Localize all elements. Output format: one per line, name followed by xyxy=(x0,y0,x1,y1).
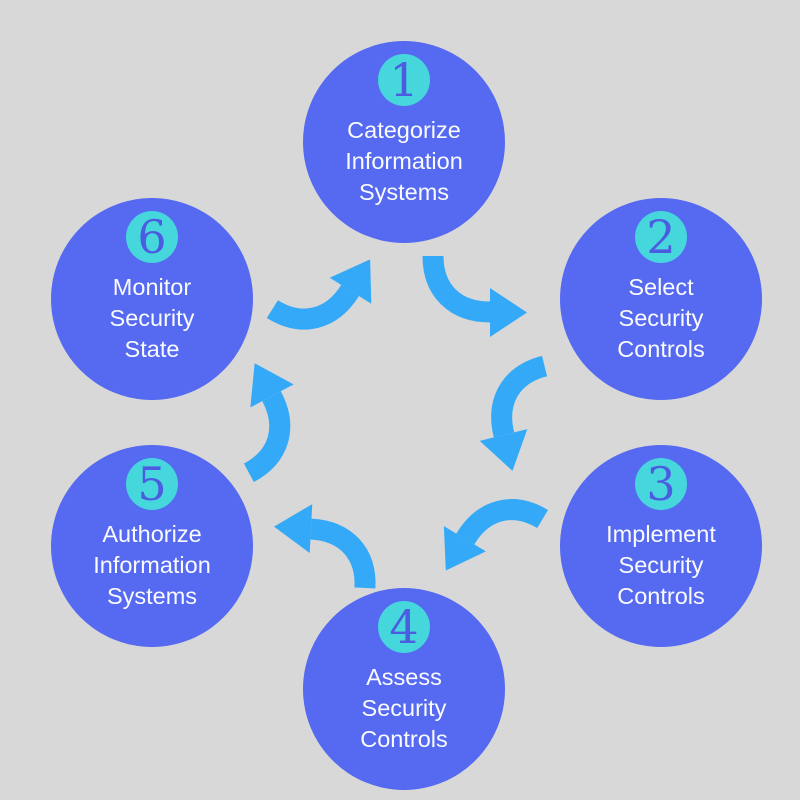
step-5-label: Authorize Information Systems xyxy=(93,519,211,612)
step-1-number-badge: 1 xyxy=(378,54,430,106)
step-label-line: Categorize xyxy=(347,117,461,143)
arrow-6-to-1-icon xyxy=(266,259,372,330)
step-label-line: Systems xyxy=(358,179,450,205)
step-6-number-badge: 6 xyxy=(126,211,178,263)
step-3-label: Implement Security Controls xyxy=(606,519,716,612)
arrow-4-to-5-icon xyxy=(274,504,376,589)
step-label-line: Controls xyxy=(360,726,448,752)
step-label-line: Monitor xyxy=(112,274,192,300)
arrow-5-to-6-icon xyxy=(243,363,294,483)
arrow-3-to-4-icon xyxy=(443,499,549,571)
step-number: 1 xyxy=(389,53,419,107)
step-label-line: Implement xyxy=(606,521,716,547)
step-1-label: Categorize Information Systems xyxy=(345,115,463,208)
step-label-line: Controls xyxy=(617,583,705,609)
step-number: 6 xyxy=(137,210,167,264)
step-4-number-badge: 4 xyxy=(378,601,430,653)
step-number: 5 xyxy=(137,457,167,511)
step-circle-2: 2 Select Security Controls xyxy=(560,198,762,400)
step-3-number-badge: 3 xyxy=(635,458,687,510)
step-label-line: Security xyxy=(618,305,704,331)
step-circle-3: 3 Implement Security Controls xyxy=(560,445,762,647)
step-label-line: Authorize xyxy=(102,521,202,547)
step-2-number-badge: 2 xyxy=(635,211,687,263)
step-label-line: Security xyxy=(109,305,195,331)
step-label-line: Controls xyxy=(617,336,705,362)
step-label-line: Information xyxy=(93,552,211,578)
step-number: 4 xyxy=(389,600,419,654)
step-label-line: Select xyxy=(628,274,694,300)
step-2-label: Select Security Controls xyxy=(617,272,705,365)
step-circle-1: 1 Categorize Information Systems xyxy=(303,41,505,243)
step-circle-5: 5 Authorize Information Systems xyxy=(51,445,253,647)
step-number: 3 xyxy=(646,457,676,511)
step-circle-6: 6 Monitor Security State xyxy=(51,198,253,400)
arrow-2-to-3-icon xyxy=(479,355,548,471)
step-number: 2 xyxy=(646,210,676,264)
step-label-line: Information xyxy=(345,148,463,174)
arrow-1-to-2-icon xyxy=(422,255,527,337)
step-label-line: Security xyxy=(361,695,447,721)
step-label-line: Assess xyxy=(366,664,442,690)
step-label-line: Systems xyxy=(106,583,198,609)
step-circle-4: 4 Assess Security Controls xyxy=(303,588,505,790)
step-label-line: Security xyxy=(618,552,704,578)
step-label-line: State xyxy=(124,336,180,362)
step-4-label: Assess Security Controls xyxy=(360,662,448,755)
step-6-label: Monitor Security State xyxy=(110,272,195,365)
step-5-number-badge: 5 xyxy=(126,458,178,510)
